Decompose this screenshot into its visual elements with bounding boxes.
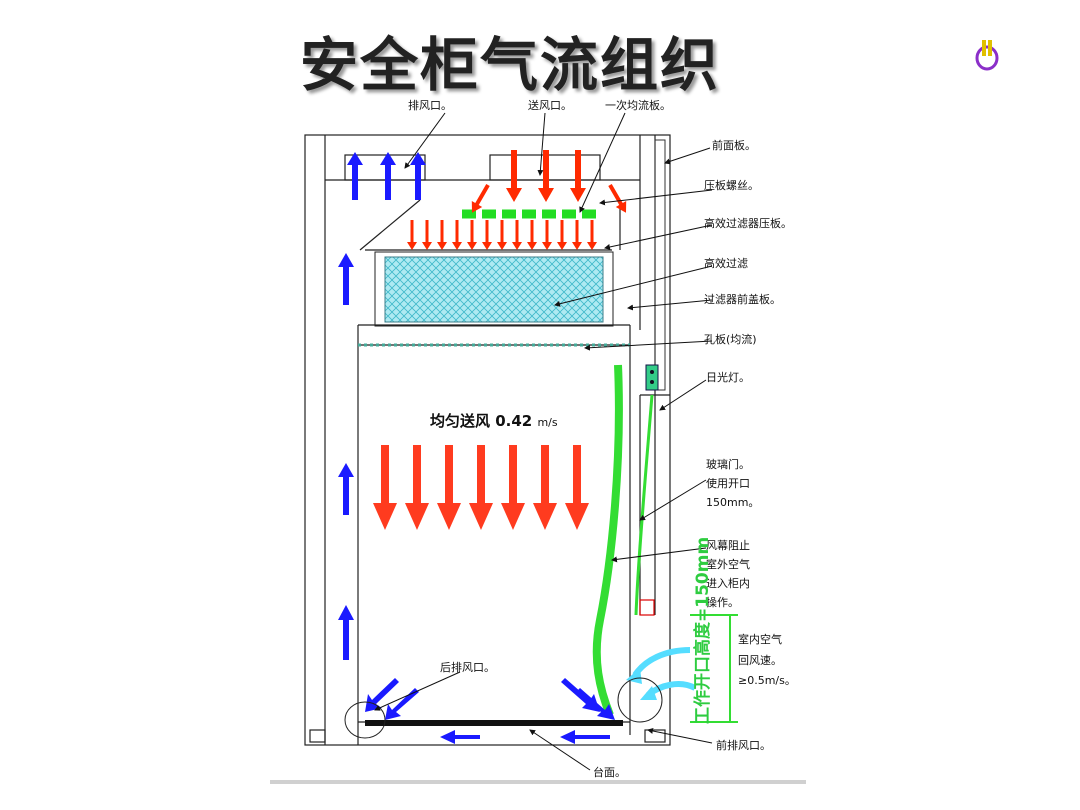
hepa-filter: [384, 256, 604, 323]
label-air-curtain-1: 风幕阻止: [706, 539, 750, 552]
label-hepa-filter: 高效过滤: [704, 257, 748, 270]
label-room-air-1: 室内空气: [738, 633, 782, 646]
label-room-air-2: 回风速。: [738, 654, 782, 667]
logo-icon: [975, 40, 999, 71]
label-hepa-press-plate: 高效过滤器压板。: [704, 217, 792, 230]
leader-lines: [374, 112, 713, 771]
downflow-label: 均匀送风 0.42 m/s: [430, 410, 558, 431]
label-exhaust-port: 排风口。: [408, 99, 452, 112]
page-title: 安全柜气流组织: [300, 31, 721, 99]
filter-down-arrows: [407, 220, 597, 250]
label-perforated-plate: 孔板(均流): [704, 333, 757, 346]
lamp-icon: [645, 364, 659, 391]
label-fluorescent-lamp: 日光灯。: [706, 371, 750, 384]
return-arrows: [365, 678, 615, 744]
label-room-air-3: ≥0.5m/s。: [738, 674, 796, 687]
label-worktop: 台面。: [593, 766, 626, 779]
downflow-text: 均匀送风 0.42: [430, 412, 533, 430]
label-filter-cover: 过滤器前盖板。: [704, 293, 781, 306]
supply-down-arrows: [471, 150, 627, 213]
label-air-curtain-3: 进入柜内: [706, 577, 750, 590]
label-air-curtain-4: 操作。: [706, 596, 739, 609]
slide-baseline: [270, 780, 806, 784]
label-rear-exhaust: 后排风口。: [440, 661, 495, 674]
label-glass-door-1: 玻璃门。: [706, 458, 750, 471]
label-glass-door-2: 使用开口: [706, 477, 750, 490]
opening-dimension: [690, 614, 738, 723]
exhaust-up-arrows: [338, 152, 426, 660]
downflow-unit: m/s: [537, 416, 558, 429]
label-front-exhaust: 前排风口。: [716, 739, 771, 752]
label-front-panel: 前面板。: [712, 139, 756, 152]
label-glass-door-3: 150mm。: [706, 496, 760, 509]
air-curtain: [592, 364, 623, 717]
opening-height-label: 工作开口高度=150mm: [680, 537, 720, 724]
downflow-arrows: [373, 445, 589, 530]
label-primary-diffuser: 一次均流板。: [605, 99, 671, 112]
glass-door: [634, 394, 654, 616]
label-press-screw: 压板螺丝。: [704, 179, 759, 192]
label-air-curtain-2: 室外空气: [706, 558, 750, 571]
label-supply-port: 送风口。: [528, 99, 572, 112]
opening-height-text: 工作开口高度=150mm: [693, 536, 713, 724]
